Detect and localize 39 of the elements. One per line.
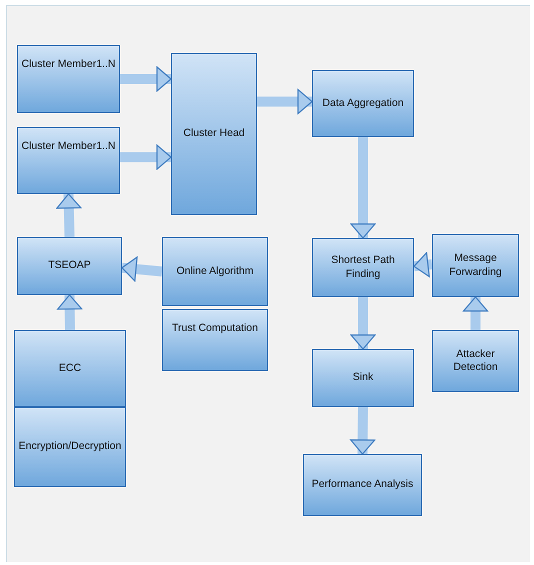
process-box bbox=[312, 70, 414, 137]
box-label: Trust Computation bbox=[172, 322, 258, 336]
block-arrow bbox=[462, 296, 488, 330]
box-label: Encryption/Decryption bbox=[18, 440, 122, 454]
box-label: ECC bbox=[58, 362, 82, 376]
process-box bbox=[171, 53, 257, 215]
process-box bbox=[17, 45, 120, 113]
process-box bbox=[17, 127, 120, 194]
box-label: Data Aggregation bbox=[322, 96, 404, 110]
process-box bbox=[162, 237, 268, 306]
block-arrow bbox=[120, 66, 172, 92]
box-label: Sink bbox=[352, 371, 374, 385]
block-arrow bbox=[57, 294, 82, 330]
process-box bbox=[14, 407, 126, 487]
box-label: Message Forwarding bbox=[448, 252, 503, 279]
box-label: TSEOAP bbox=[48, 259, 91, 273]
block-arrow bbox=[56, 193, 82, 238]
process-box bbox=[162, 309, 268, 371]
box-label: Cluster Head bbox=[183, 127, 245, 141]
block-arrow bbox=[350, 297, 376, 350]
process-box bbox=[14, 330, 126, 407]
box-label: Attacker Detection bbox=[452, 348, 499, 374]
box-label: Online Algorithm bbox=[176, 264, 254, 278]
box-label: Performance Analysis bbox=[312, 478, 414, 492]
box-label: Cluster Member1..N bbox=[22, 140, 116, 154]
box-label: Shortest Path Finding bbox=[330, 254, 396, 281]
block-arrow bbox=[350, 406, 376, 455]
block-arrow bbox=[120, 144, 172, 170]
process-box bbox=[303, 454, 422, 516]
process-box bbox=[312, 349, 414, 407]
block-arrow bbox=[257, 89, 313, 114]
block-arrow bbox=[121, 256, 162, 282]
block-arrow bbox=[350, 137, 376, 239]
process-box bbox=[17, 237, 122, 295]
box-label: Cluster Member1..N bbox=[22, 58, 116, 72]
block-arrow bbox=[413, 252, 433, 278]
process-box bbox=[432, 234, 519, 297]
process-box bbox=[312, 238, 414, 297]
process-box bbox=[432, 330, 519, 392]
